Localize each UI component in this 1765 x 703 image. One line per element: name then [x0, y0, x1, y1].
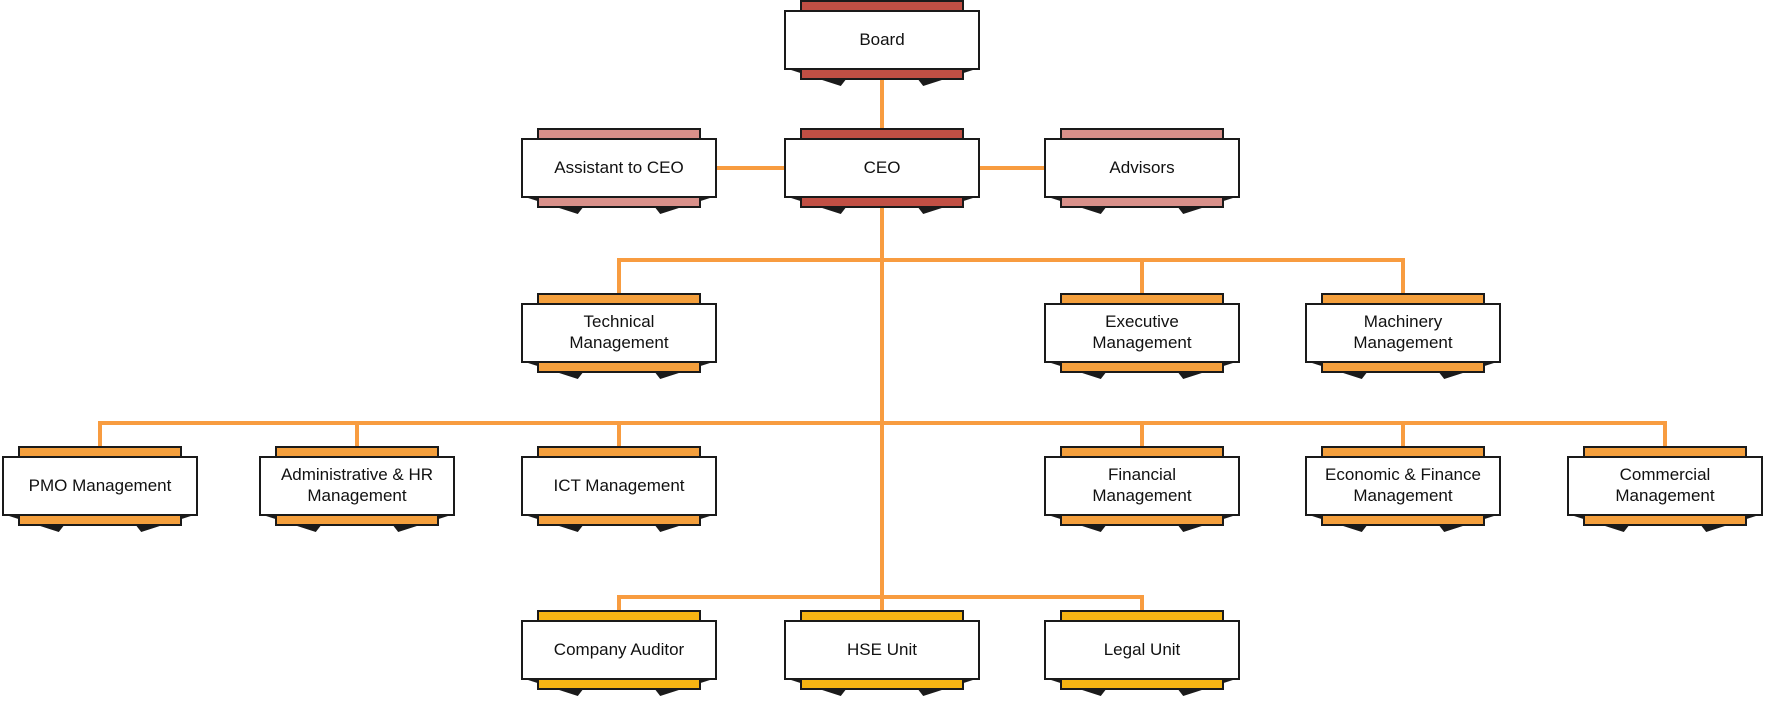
- org-node-box: PMO Management: [2, 456, 198, 516]
- connector-line: [880, 206, 884, 614]
- connector-line: [1140, 595, 1144, 612]
- org-node-label: Economic & Finance Management: [1325, 465, 1481, 505]
- org-node-box: HSE Unit: [784, 620, 980, 680]
- org-node-label: Legal Unit: [1103, 639, 1181, 659]
- connector-line: [976, 166, 1049, 170]
- org-node-box: Advisors: [1044, 138, 1240, 198]
- org-node-label: Administrative & HR Management: [280, 465, 434, 505]
- connector-line: [98, 421, 102, 448]
- connector-line: [355, 421, 359, 448]
- org-node-label: Technical Management: [569, 312, 669, 352]
- org-node-legal-unit: Legal Unit: [1044, 610, 1240, 698]
- org-node-box: Technical Management: [521, 303, 717, 363]
- org-node-hse-unit: HSE Unit: [784, 610, 980, 698]
- org-node-company-auditor: Company Auditor: [521, 610, 717, 698]
- org-node-label: Executive Management: [1092, 312, 1192, 352]
- org-node-assistant-to-ceo: Assistant to CEO: [521, 128, 717, 216]
- org-node-executive-management: Executive Management: [1044, 293, 1240, 381]
- org-node-pmo-management: PMO Management: [2, 446, 198, 534]
- connector-line: [617, 595, 621, 612]
- org-node-ict-management: ICT Management: [521, 446, 717, 534]
- org-node-label: CEO: [863, 157, 901, 177]
- org-node-label: ICT Management: [553, 475, 685, 495]
- org-node-label: Commercial Management: [1615, 465, 1715, 505]
- connector-line: [617, 258, 621, 295]
- connector-line: [880, 78, 884, 130]
- org-node-advisors: Advisors: [1044, 128, 1240, 216]
- connector-line: [98, 421, 1667, 425]
- org-node-label: HSE Unit: [847, 639, 917, 659]
- org-node-label: Assistant to CEO: [554, 157, 684, 177]
- org-node-box: ICT Management: [521, 456, 717, 516]
- org-node-financial-management: Financial Management: [1044, 446, 1240, 534]
- org-node-box: Machinery Management: [1305, 303, 1501, 363]
- org-node-box: Executive Management: [1044, 303, 1240, 363]
- org-node-commercial-management: Commercial Management: [1567, 446, 1763, 534]
- org-node-box: CEO: [784, 138, 980, 198]
- connector-line: [617, 421, 621, 448]
- org-node-label: PMO Management: [28, 475, 172, 495]
- org-node-box: Financial Management: [1044, 456, 1240, 516]
- org-node-label: Financial Management: [1092, 465, 1192, 505]
- org-node-board: Board: [784, 0, 980, 88]
- connector-line: [617, 258, 1405, 262]
- org-node-box: Company Auditor: [521, 620, 717, 680]
- connector-line: [1140, 258, 1144, 295]
- org-node-technical-management: Technical Management: [521, 293, 717, 381]
- connector-line: [1140, 421, 1144, 448]
- org-node-economic-finance-management: Economic & Finance Management: [1305, 446, 1501, 534]
- org-node-machinery-management: Machinery Management: [1305, 293, 1501, 381]
- org-node-box: Board: [784, 10, 980, 70]
- org-node-box: Economic & Finance Management: [1305, 456, 1501, 516]
- connector-line: [1401, 421, 1405, 448]
- org-node-box: Assistant to CEO: [521, 138, 717, 198]
- org-node-box: Legal Unit: [1044, 620, 1240, 680]
- org-node-label: Board: [859, 29, 905, 49]
- org-node-ceo: CEO: [784, 128, 980, 216]
- connector-line: [715, 166, 788, 170]
- org-node-label: Machinery Management: [1353, 312, 1453, 352]
- org-node-box: Administrative & HR Management: [259, 456, 455, 516]
- org-node-box: Commercial Management: [1567, 456, 1763, 516]
- connector-line: [880, 595, 884, 612]
- connector-line: [1401, 258, 1405, 295]
- connector-line: [1663, 421, 1667, 448]
- org-node-administrative-hr-management: Administrative & HR Management: [259, 446, 455, 534]
- org-node-label: Advisors: [1109, 157, 1175, 177]
- org-node-label: Company Auditor: [553, 639, 685, 659]
